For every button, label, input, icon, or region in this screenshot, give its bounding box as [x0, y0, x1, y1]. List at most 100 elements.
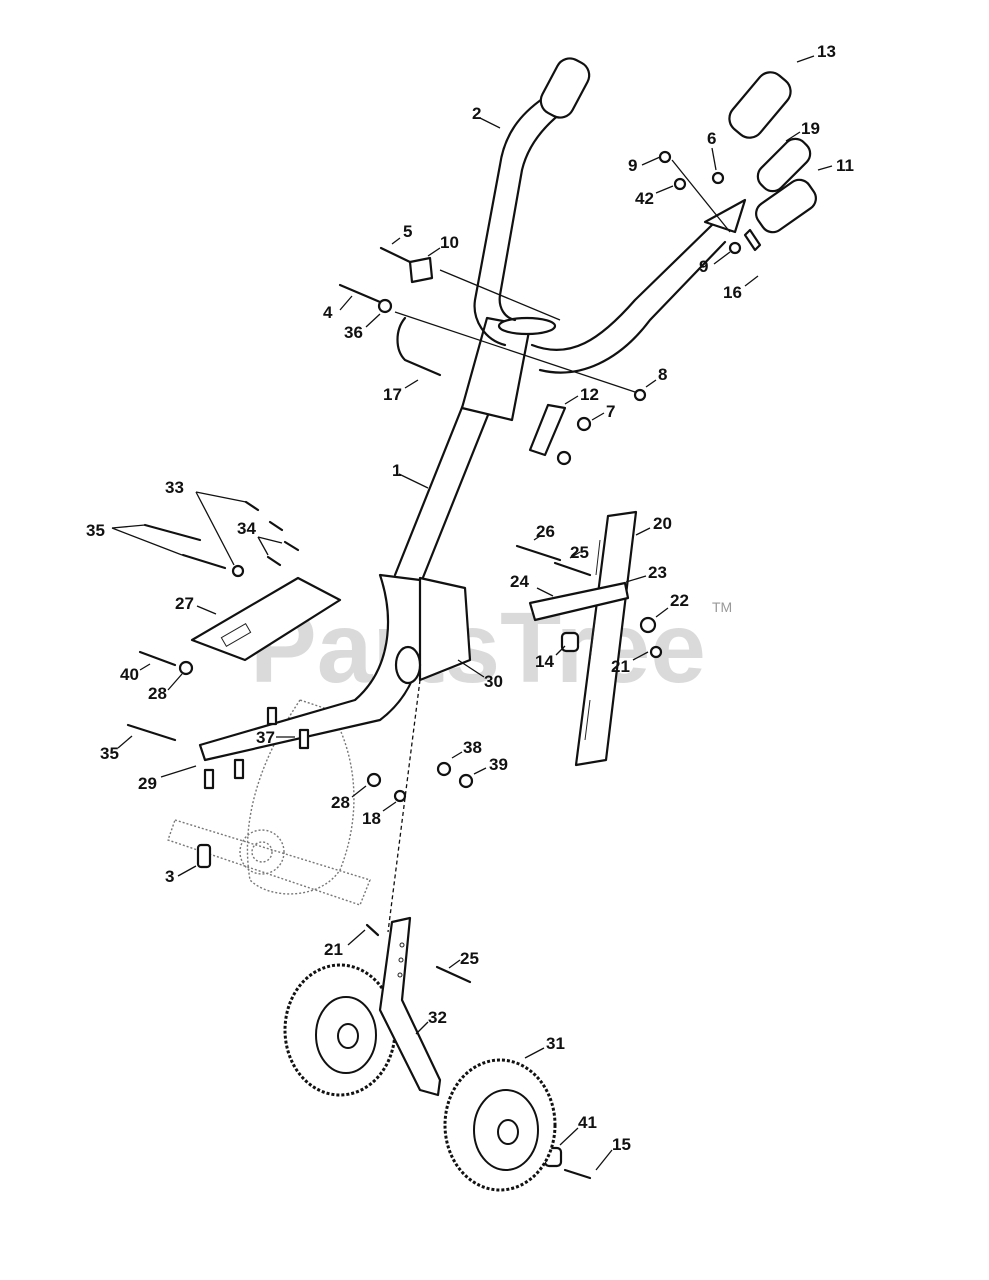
callout-25-upper: 25	[570, 543, 589, 562]
nut-9a	[658, 150, 672, 164]
callout-21-right: 21	[611, 657, 630, 676]
frame-and-deck	[190, 573, 472, 790]
nut-8	[633, 388, 647, 402]
callout-10: 10	[440, 233, 459, 252]
wheel-assembly	[283, 916, 557, 1192]
callout-labels: 1 2 3 4 5 6 7 8 9 9 10 11 12 13 14 15 16…	[86, 42, 854, 1171]
bolt-25b	[435, 965, 472, 984]
washer-38	[436, 761, 452, 777]
nut-22	[639, 616, 657, 634]
callout-35-upper: 35	[86, 521, 105, 540]
callout-7: 7	[606, 402, 615, 421]
bolt-5	[379, 246, 412, 264]
callout-20: 20	[653, 514, 672, 533]
right-grips	[703, 71, 817, 234]
pin-21b	[365, 923, 380, 937]
nut-39	[458, 773, 474, 789]
callout-28-left: 28	[148, 684, 167, 703]
bolt-16	[743, 228, 762, 252]
bolt-4	[338, 283, 382, 304]
bolt-26	[515, 544, 562, 562]
pin-3	[196, 843, 212, 869]
callout-41: 41	[578, 1113, 597, 1132]
assembly-lines	[387, 159, 731, 933]
wheel-bracket-32	[378, 916, 442, 1097]
callout-6: 6	[707, 129, 716, 148]
bar-23	[528, 581, 630, 622]
bolt-34b	[266, 555, 282, 567]
handle-tube	[393, 316, 557, 587]
washer-28b	[366, 772, 382, 788]
bolt-35c	[126, 723, 177, 742]
callout-24: 24	[510, 572, 529, 591]
callout-4: 4	[323, 303, 333, 322]
callout-9-upper: 9	[628, 156, 637, 175]
nut-42	[673, 177, 687, 191]
callout-9-lower: 9	[699, 257, 708, 276]
callout-32: 32	[428, 1008, 447, 1027]
nut-7	[576, 416, 592, 432]
clamp-10	[408, 256, 434, 284]
bolt-35a	[143, 523, 202, 542]
callout-2: 2	[472, 104, 481, 123]
watermark-text: PartsTree	[250, 592, 706, 704]
bolt-33a	[244, 500, 260, 512]
bolt-6	[711, 171, 725, 185]
callout-42: 42	[635, 189, 654, 208]
deck-plate-27	[190, 576, 342, 662]
callout-17: 17	[383, 385, 402, 404]
callout-31: 31	[546, 1034, 565, 1053]
drag-bar-assembly	[528, 510, 638, 767]
pin-17	[396, 316, 442, 377]
bracket-30	[418, 576, 472, 682]
callout-21-lower: 21	[324, 940, 343, 959]
callout-40: 40	[120, 665, 139, 684]
callout-8: 8	[658, 365, 667, 384]
callout-19: 19	[801, 119, 820, 138]
bolt-35b	[181, 553, 227, 570]
callout-25-lower: 25	[460, 949, 479, 968]
callout-39: 39	[489, 755, 508, 774]
callout-30: 30	[484, 672, 503, 691]
bolt-40	[138, 650, 177, 667]
washer-28a	[178, 660, 194, 676]
callout-18: 18	[362, 809, 381, 828]
callout-16: 16	[723, 283, 742, 302]
spacer-14	[560, 631, 580, 653]
upper-handle	[473, 57, 727, 374]
watermark-trademark: TM	[712, 599, 732, 615]
callout-27: 27	[175, 594, 194, 613]
callout-38: 38	[463, 738, 482, 757]
bolt-33b	[268, 520, 284, 532]
callout-35-lower: 35	[100, 744, 119, 763]
callout-14: 14	[535, 652, 554, 671]
callout-23: 23	[648, 563, 667, 582]
callout-15: 15	[612, 1135, 631, 1154]
callout-22: 22	[670, 591, 689, 610]
bracket-12	[528, 403, 567, 457]
callout-11: 11	[836, 156, 854, 175]
tiller-body-ghost	[167, 699, 371, 906]
nut-9b	[728, 241, 742, 255]
callout-26: 26	[536, 522, 555, 541]
callout-33: 33	[165, 478, 184, 497]
bolt-15	[563, 1168, 592, 1180]
pin-21a	[649, 645, 663, 659]
callout-13: 13	[817, 42, 836, 61]
washer-36	[377, 298, 393, 314]
nut-18	[393, 789, 407, 803]
callout-1: 1	[392, 461, 401, 480]
callout-37: 37	[256, 728, 275, 747]
hardware	[126, 150, 762, 1180]
callout-28-lower: 28	[331, 793, 350, 812]
callout-34: 34	[237, 519, 256, 538]
bolt-34a	[283, 540, 300, 552]
callout-3: 3	[165, 867, 174, 886]
drag-bar-20	[574, 510, 638, 767]
callout-12: 12	[580, 385, 599, 404]
nut-bottom	[556, 450, 572, 466]
bolt-25a	[553, 561, 592, 577]
callout-29: 29	[138, 774, 157, 793]
